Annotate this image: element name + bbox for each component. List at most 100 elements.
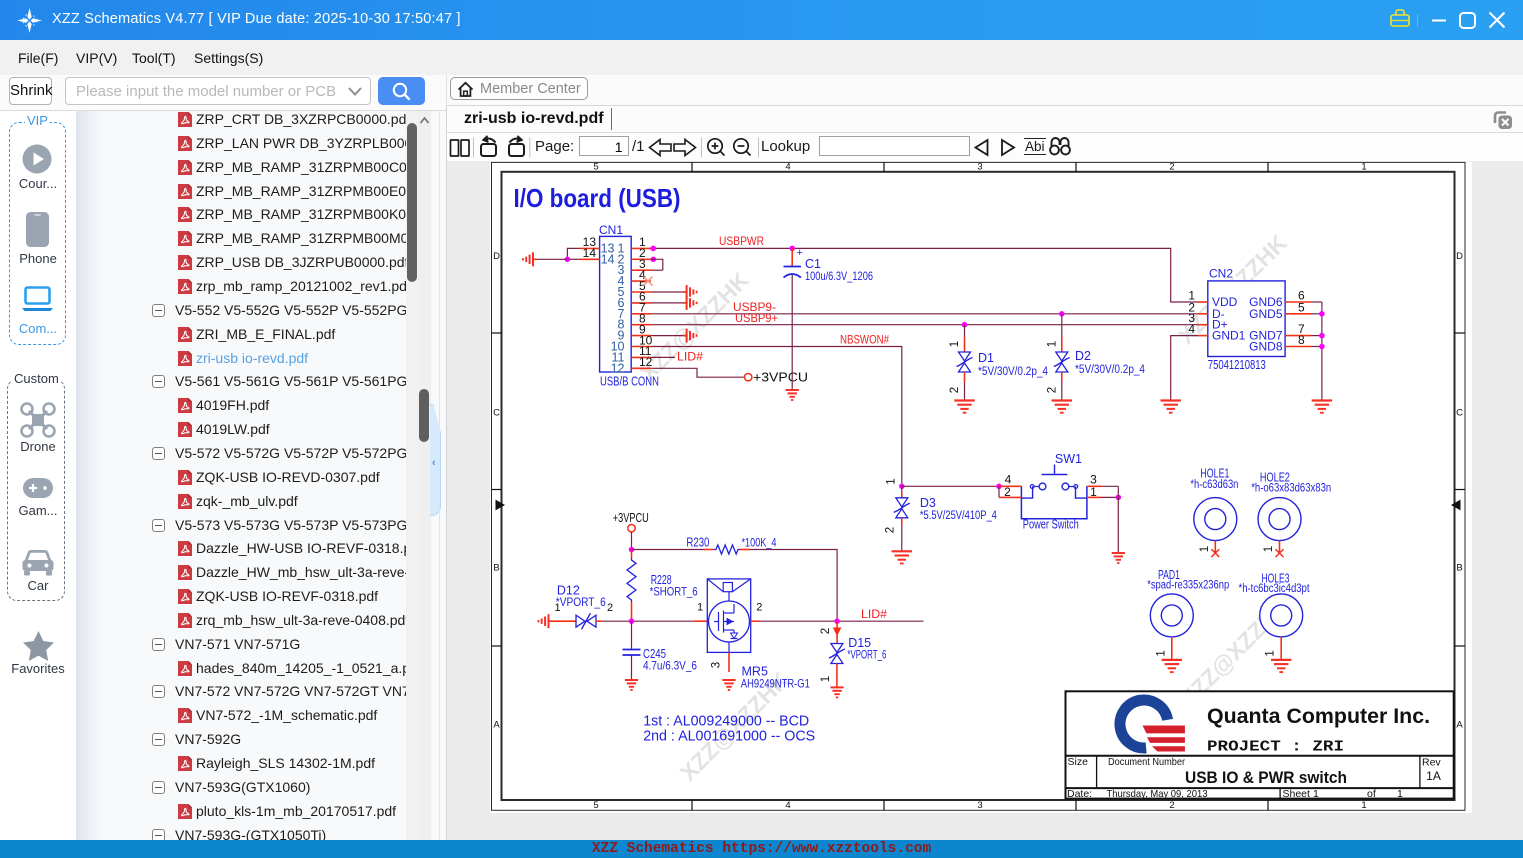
svg-text:1: 1 (886, 478, 898, 484)
svg-text:8: 8 (639, 312, 646, 326)
svg-text:6: 6 (1298, 289, 1305, 303)
svg-text:2: 2 (756, 602, 762, 614)
svg-text:*5V/30V/0.2p_4: *5V/30V/0.2p_4 (978, 366, 1049, 378)
svg-text:*h-c63d63n: *h-c63d63n (1190, 479, 1238, 491)
svg-text:*VPORT_6: *VPORT_6 (556, 597, 606, 609)
svg-text:2: 2 (1169, 162, 1174, 173)
svg-text:12: 12 (639, 355, 653, 369)
svg-text:USB IO & PWR switch: USB IO & PWR switch (1185, 769, 1347, 787)
svg-text:USBPWR: USBPWR (719, 234, 764, 248)
svg-text:7: 7 (618, 307, 625, 321)
svg-text:14: 14 (601, 252, 615, 266)
svg-text:1: 1 (1046, 341, 1058, 347)
svg-text:HOLE2: HOLE2 (1260, 470, 1290, 484)
svg-text:C1: C1 (805, 257, 821, 271)
svg-text:1: 1 (949, 341, 961, 347)
svg-text:C: C (493, 408, 500, 419)
svg-text:7: 7 (1298, 322, 1305, 336)
svg-text:3: 3 (618, 263, 625, 277)
svg-text:6: 6 (618, 296, 625, 310)
svg-text:1: 1 (1361, 162, 1366, 173)
svg-text:C: C (1456, 408, 1463, 419)
svg-text:Document Number: Document Number (1108, 756, 1185, 768)
svg-text:R230: R230 (686, 536, 709, 550)
svg-text:+3VPCU: +3VPCU (613, 511, 649, 525)
svg-text:4: 4 (618, 274, 625, 288)
svg-text:2: 2 (1169, 800, 1174, 811)
svg-text:*5V/30V/0.2p_4: *5V/30V/0.2p_4 (1075, 364, 1146, 376)
svg-text:5: 5 (593, 800, 598, 811)
svg-text:GND6: GND6 (1249, 295, 1283, 309)
svg-text:9: 9 (618, 329, 625, 343)
svg-text:PAD1: PAD1 (1158, 568, 1180, 582)
svg-text:D: D (1456, 251, 1463, 262)
svg-text:2: 2 (1046, 387, 1058, 393)
svg-text:LID#: LID# (861, 607, 887, 621)
svg-text:LID#: LID# (677, 350, 703, 364)
svg-text:B: B (493, 563, 499, 574)
svg-text:*h-tc6bc3ic4d3pt: *h-tc6bc3ic4d3pt (1239, 583, 1311, 595)
svg-text:R228: R228 (651, 573, 672, 587)
svg-text:A: A (493, 720, 500, 731)
svg-text:GND1: GND1 (1212, 329, 1246, 343)
svg-text:1: 1 (1265, 650, 1277, 656)
svg-text:2: 2 (820, 628, 832, 634)
svg-text:1: 1 (820, 676, 832, 682)
svg-text:Size: Size (1068, 756, 1089, 768)
svg-text:*100K_4: *100K_4 (742, 538, 777, 550)
svg-text:4: 4 (785, 162, 790, 173)
svg-text:4: 4 (639, 268, 646, 282)
svg-text:3: 3 (639, 257, 646, 271)
svg-text:GND8: GND8 (1249, 340, 1283, 354)
svg-text:8: 8 (1298, 333, 1305, 347)
svg-text:CN2: CN2 (1209, 267, 1233, 281)
svg-text:2: 2 (618, 252, 625, 266)
svg-text:2: 2 (1188, 300, 1195, 314)
svg-text:D2: D2 (1075, 349, 1091, 363)
svg-text:I/O board (USB): I/O board (USB) (514, 183, 681, 213)
svg-text:SW1: SW1 (1055, 452, 1082, 466)
svg-text:1: 1 (1188, 289, 1195, 303)
svg-text:*5.5V/25V/410P_4: *5.5V/25V/410P_4 (920, 510, 997, 522)
svg-text:13: 13 (601, 241, 615, 255)
svg-text:1: 1 (639, 235, 646, 249)
svg-text:13: 13 (583, 235, 597, 249)
svg-text:4: 4 (785, 800, 790, 811)
svg-text:2: 2 (639, 246, 646, 260)
svg-text:D12: D12 (557, 584, 580, 598)
svg-text:1: 1 (1397, 788, 1403, 800)
svg-text:*h-o63x83d63x83n: *h-o63x83d63x83n (1251, 483, 1331, 495)
svg-text:B: B (1456, 563, 1462, 574)
svg-text:5: 5 (1298, 300, 1305, 314)
svg-text:2: 2 (885, 527, 897, 533)
svg-text:2: 2 (607, 602, 613, 614)
svg-text:3: 3 (977, 800, 982, 811)
svg-text:HOLE3: HOLE3 (1262, 572, 1290, 586)
svg-text:4: 4 (1188, 322, 1195, 336)
svg-text:2nd : AL001691000 -- OCS: 2nd : AL001691000 -- OCS (643, 728, 815, 745)
svg-text:*SHORT_6: *SHORT_6 (650, 587, 698, 599)
svg-text:1: 1 (1361, 800, 1366, 811)
svg-text:AH9249NTR-G1: AH9249NTR-G1 (741, 677, 810, 691)
svg-text:4: 4 (1005, 473, 1012, 487)
svg-text:Date:: Date: (1067, 788, 1092, 800)
svg-text:of: of (1367, 788, 1376, 800)
svg-text:*VPORT_6: *VPORT_6 (847, 649, 886, 661)
svg-text:Rev: Rev (1422, 757, 1441, 769)
svg-text:+3VPCU: +3VPCU (753, 371, 808, 385)
svg-text:+: + (797, 247, 803, 259)
svg-text:1: 1 (1090, 485, 1097, 499)
svg-text:5: 5 (618, 285, 625, 299)
svg-text:11: 11 (639, 344, 652, 358)
svg-text:GND7: GND7 (1249, 329, 1283, 343)
svg-text:2: 2 (1004, 485, 1011, 499)
svg-text:4.7u/6.3V_6: 4.7u/6.3V_6 (643, 659, 697, 673)
svg-text:1: 1 (554, 602, 560, 614)
svg-text:3: 3 (1188, 311, 1195, 325)
svg-text:A: A (1456, 720, 1463, 731)
svg-text:9: 9 (639, 322, 646, 336)
svg-text:USBP9+: USBP9+ (735, 311, 778, 325)
svg-text:75041210813: 75041210813 (1208, 358, 1266, 372)
svg-text:Thursday, May 09, 2013: Thursday, May 09, 2013 (1107, 788, 1208, 800)
svg-text:Quanta Computer Inc.: Quanta Computer Inc. (1207, 704, 1430, 728)
